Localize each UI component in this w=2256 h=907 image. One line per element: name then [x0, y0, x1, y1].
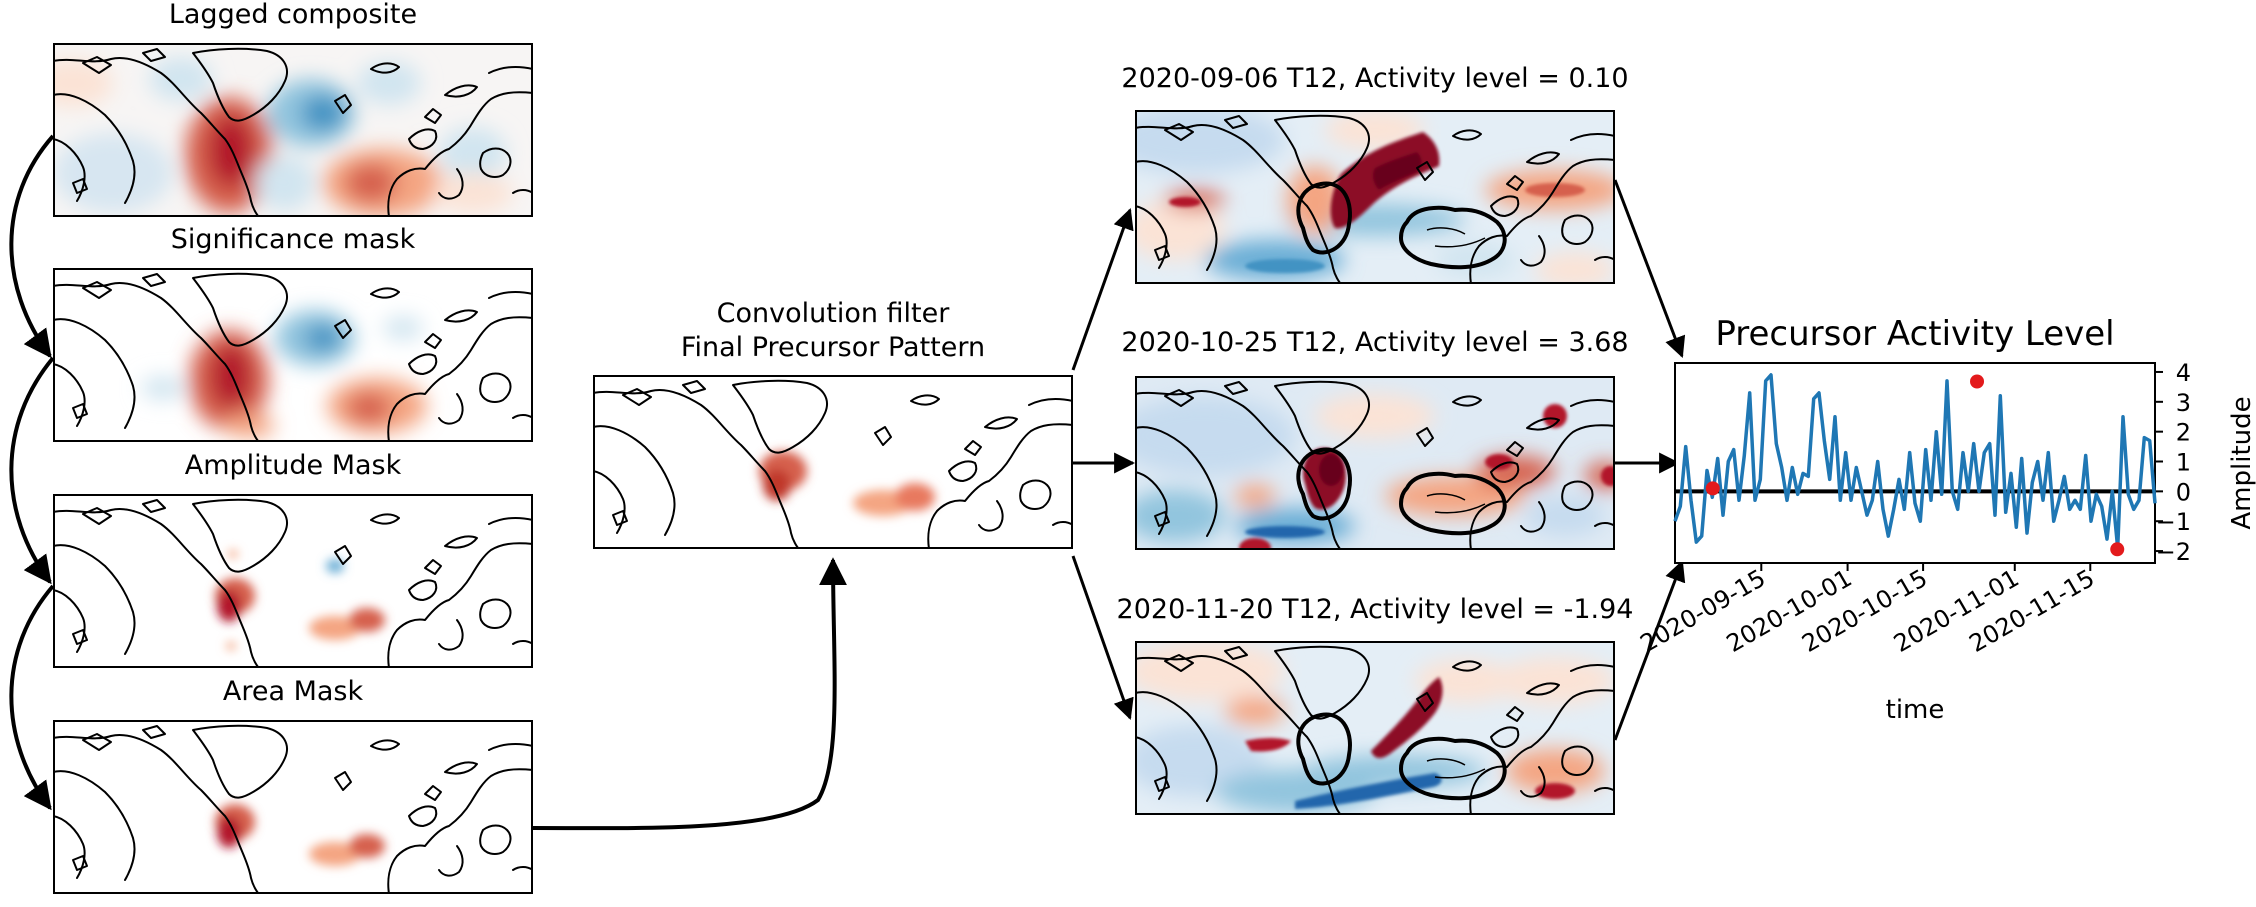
arrow-filter-to-snapshot-3: [1071, 555, 1134, 720]
series-layer: [1673, 373, 2157, 550]
snapshot-arrows: [1613, 179, 1686, 741]
y-tick-label: 1: [2176, 449, 2191, 477]
amplitude-mask-title: Amplitude Mask: [185, 450, 402, 481]
y-tick-label: −2: [2156, 538, 2191, 566]
arrow-composite-to-significance: [9, 134, 55, 359]
y-tick-label: 3: [2176, 389, 2191, 417]
x-axis-label: time: [1886, 695, 1945, 725]
arrow-snapshot-3-to-chart: [1613, 560, 1686, 741]
chart-plot-area: [1674, 362, 2156, 564]
snapshot-1-map: [1135, 110, 1615, 284]
chart-title: Precursor Activity Level: [1715, 314, 2114, 354]
arrow-significance-to-amplitude: [9, 356, 55, 585]
highlight-layer: [1705, 374, 2125, 557]
filter-arrows: [1071, 208, 1136, 720]
filter-title-line2: Final Precursor Pattern: [681, 332, 985, 363]
y-tick-label: 2: [2176, 419, 2191, 447]
y-tick-label: 0: [2176, 478, 2191, 506]
area-mask-title: Area Mask: [223, 676, 364, 707]
y-tick-label: 4: [2176, 359, 2191, 387]
lagged-composite-title: Lagged composite: [169, 0, 417, 30]
y-tick-label: −1: [2156, 508, 2191, 536]
activity-series-line: [1673, 373, 2157, 550]
precursor-pattern-map: [593, 375, 1073, 549]
amplitude-mask-map: [53, 494, 533, 668]
x-axis: 2020-09-152020-10-012020-10-152020-11-01…: [1635, 563, 2099, 658]
area-mask-map: [53, 720, 533, 894]
snapshot-2-map: [1135, 376, 1615, 550]
arrow-filter-to-snapshot-1: [1071, 208, 1134, 371]
significance-mask-panel: Significance mask: [53, 224, 533, 442]
snapshot-panel-2: 2020-10-25 T12, Activity level = 3.68: [1121, 327, 1629, 550]
arrow-snapshot-1-to-chart: [1613, 179, 1686, 358]
y-axis-label: Amplitude: [2227, 396, 2256, 529]
lagged-composite-map: [53, 43, 533, 217]
pipeline-arrows: [9, 134, 848, 831]
area-mask-panel: Area Mask: [53, 676, 533, 894]
convolution-filter-panel: Convolution filter Final Precursor Patte…: [593, 298, 1073, 549]
significance-mask-title: Significance mask: [171, 224, 416, 255]
filter-title-line1: Convolution filter: [717, 298, 951, 329]
significance-mask-map: [53, 268, 533, 442]
snapshot-3-title: 2020-11-20 T12, Activity level = -1.94: [1117, 594, 1634, 625]
highlight-point: [1705, 481, 1720, 496]
snapshot-3-map: [1135, 641, 1615, 815]
arrow-amplitude-to-area: [9, 584, 55, 811]
lagged-composite-panel: Lagged composite: [53, 0, 533, 217]
highlight-point: [2110, 542, 2125, 557]
snapshot-2-title: 2020-10-25 T12, Activity level = 3.68: [1121, 327, 1628, 358]
amplitude-mask-panel: Amplitude Mask: [53, 450, 533, 668]
arrow-area-to-filter: [532, 557, 848, 831]
snapshot-panel-1: 2020-09-06 T12, Activity level = 0.10: [1121, 63, 1629, 284]
highlight-point: [1970, 374, 1985, 389]
snapshot-panel-3: 2020-11-20 T12, Activity level = -1.94: [1117, 594, 1634, 815]
snapshot-1-title: 2020-09-06 T12, Activity level = 0.10: [1121, 63, 1628, 94]
